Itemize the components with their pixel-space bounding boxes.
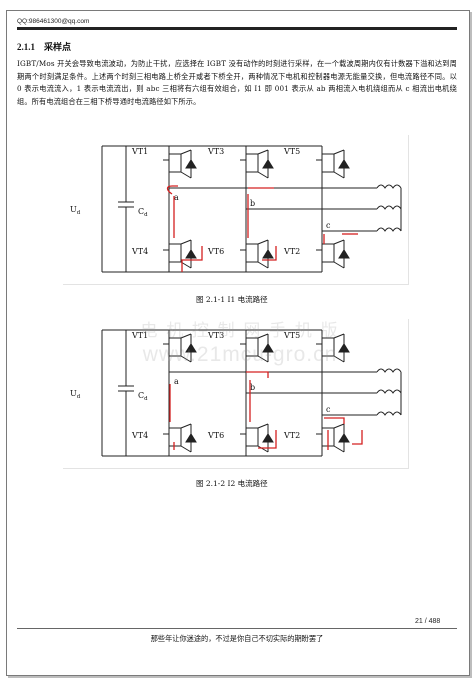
footer-quote: 那些年让你迷途的，不过是你自己不切实际的期盼罢了: [150, 634, 324, 643]
switch-label-vt3: VT3: [207, 331, 224, 340]
figure-caption-1: 图 2.1-1 I1 电流路径: [196, 295, 268, 304]
figure-caption-2: 图 2.1-2 I2 电流路径: [196, 479, 268, 488]
switch-label-vt4: VT4: [131, 431, 148, 440]
svg-text:Ud: Ud: [70, 205, 81, 216]
current-path-segment: [324, 417, 345, 424]
inverter-diagram-i1: VT1 VT3 VT5 VT4 VT6 VT2 a b c Ud Cd: [62, 134, 408, 284]
header-email: QQ:986461300@qq.com: [17, 18, 90, 25]
svg-text:Ud: Ud: [70, 389, 81, 400]
phase-label-b: b: [250, 383, 255, 392]
phase-label-c: c: [326, 221, 331, 230]
current-path-segment: [246, 371, 269, 378]
svg-text:Cd: Cd: [138, 207, 148, 218]
inverter-circuit-svg: VT1 VT3 VT5 VT4 VT6 VT2 a b c Ud Cd: [70, 145, 402, 273]
phase-label-b: b: [250, 199, 255, 208]
phase-label-c: c: [326, 405, 331, 414]
switch-label-vt2: VT2: [283, 247, 300, 256]
switch-label-vt2: VT2: [283, 431, 300, 440]
section-title: 采样点: [44, 42, 72, 52]
current-path-segment: [166, 185, 178, 195]
switch-label-vt4: VT4: [131, 247, 148, 256]
switch-label-vt6: VT6: [207, 247, 224, 256]
phase-label-a: a: [174, 377, 179, 386]
inverter-circuit-svg: VT1 VT3 VT5 VT4 VT6 VT2 a b c Ud Cd: [70, 329, 402, 457]
current-path-segment: [352, 430, 363, 445]
body-paragraph: IGBT/Mos 开关会导致电流波动，为防止干扰，应选择在 IGBT 没有动作的…: [17, 59, 457, 106]
switch-label-vt1: VT1: [131, 331, 148, 340]
header-rule: [17, 27, 457, 30]
inverter-diagram-i2: VT1 VT3 VT5 VT4 VT6 VT2 a b c Ud Cd: [62, 318, 408, 468]
footer-rule: [17, 628, 457, 629]
page-number: 21 / 488: [415, 618, 441, 625]
section-number: 2.1.1: [17, 42, 35, 52]
current-path: [166, 185, 358, 272]
switch-label-vt5: VT5: [283, 331, 300, 340]
switch-label-vt1: VT1: [131, 147, 148, 156]
switch-label-vt3: VT3: [207, 147, 224, 156]
current-path-segment: [181, 246, 203, 272]
current-path: [169, 371, 363, 450]
phase-label-a: a: [174, 193, 179, 202]
current-path-segment: [258, 430, 277, 449]
switch-label-vt5: VT5: [283, 147, 300, 156]
switch-label-vt6: VT6: [207, 431, 224, 440]
svg-text:Cd: Cd: [138, 391, 148, 402]
current-path-segment: [262, 246, 277, 261]
section-heading: 2.1.1 采样点: [17, 40, 71, 53]
